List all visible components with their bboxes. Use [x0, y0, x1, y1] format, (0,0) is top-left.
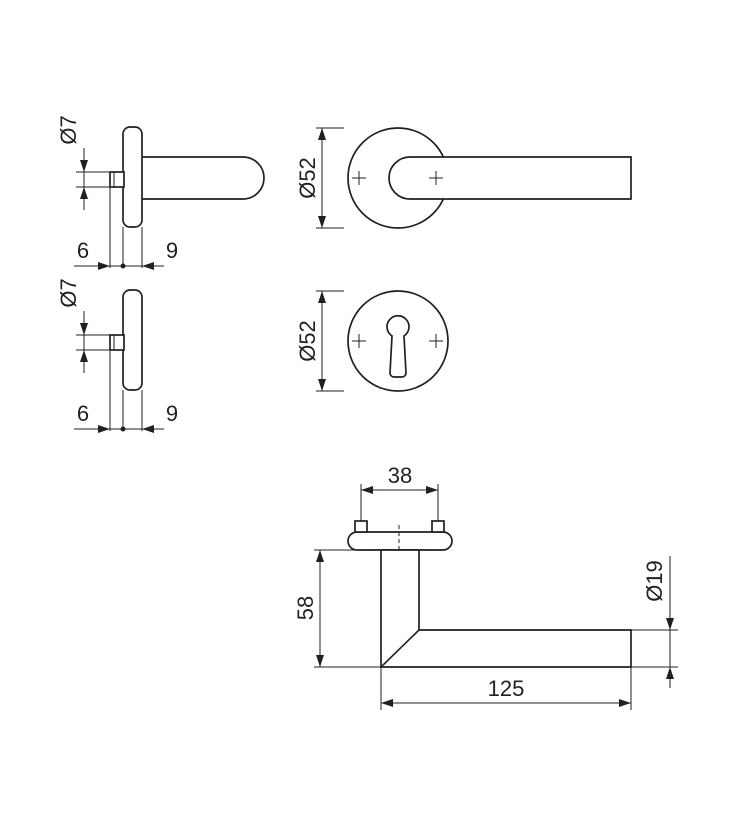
side-escutcheon-plate [122, 289, 143, 391]
side-top-bolt-dia-label: Ø7 [56, 115, 81, 144]
side-lever-body [139, 156, 265, 200]
plan-bolt-pin-left [354, 520, 368, 533]
plan-lever [380, 549, 632, 668]
side-escutcheon-bolt-pin [109, 334, 125, 351]
profile-cylinder-keyhole [386, 315, 410, 378]
front-rose-screw-left [352, 171, 366, 185]
plan-projection-label: 58 [293, 596, 318, 620]
plan-view-lever: 38 58 Ø19 125 [293, 463, 678, 710]
side-bolt-pin [109, 171, 125, 188]
front-lever-arm [388, 156, 632, 200]
plan-bolt-pin-right [431, 520, 445, 533]
side-rose-plate [122, 126, 143, 228]
plan-bolt-spacing-label: 38 [388, 463, 412, 488]
side-bottom-right-label: 9 [166, 401, 178, 426]
plan-lever-dia-label: Ø19 [642, 560, 667, 602]
front-rose-screw-right [429, 171, 443, 185]
front-rose-dia-label: Ø52 [295, 157, 320, 199]
side-top-left-label: 6 [77, 238, 89, 263]
side-bottom-bolt-dia-label: Ø7 [56, 278, 81, 307]
front-view-escutcheon: Ø52 [295, 290, 449, 392]
front-view-lever: Ø52 [295, 127, 632, 229]
side-top-right-label: 9 [166, 238, 178, 263]
plan-lever-length-label: 125 [488, 676, 525, 701]
side-view-lever: Ø7 6 9 [56, 115, 265, 270]
front-escutcheon-screw-right [429, 334, 443, 348]
side-bottom-left-label: 6 [77, 401, 89, 426]
front-escutcheon-dia-label: Ø52 [295, 320, 320, 362]
side-view-escutcheon: Ø7 6 9 [56, 278, 178, 433]
plan-rose [347, 531, 453, 551]
front-escutcheon-screw-left [352, 334, 366, 348]
